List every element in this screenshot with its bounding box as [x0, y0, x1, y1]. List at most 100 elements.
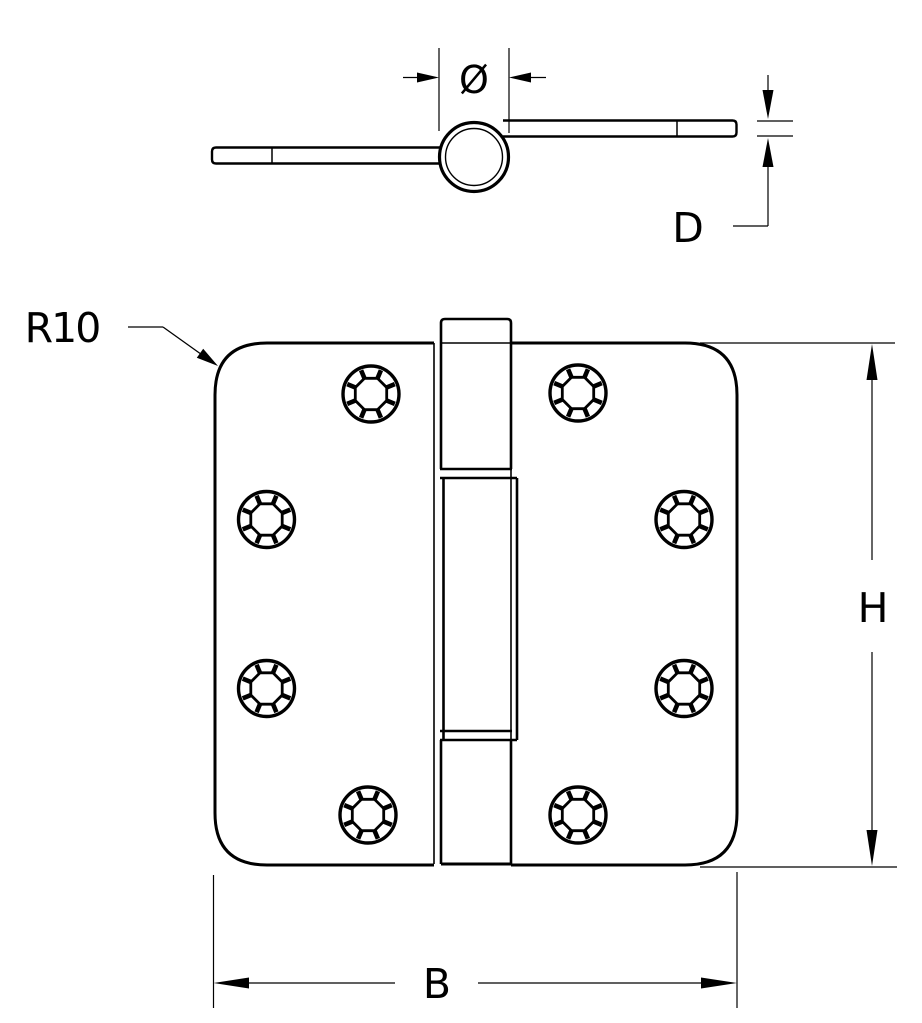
lock-washer-spoke: [355, 790, 365, 802]
screw-hole: [548, 785, 608, 845]
arrowhead: [866, 344, 878, 380]
lock-washer-spoke: [687, 702, 697, 714]
corner-radius-label: R10: [25, 304, 100, 352]
lock-washer-spoke: [358, 369, 368, 381]
knuckle-circle-inner: [444, 127, 504, 187]
lock-washer-spoke: [371, 828, 381, 840]
lock-washer-spoke: [371, 790, 381, 802]
lock-washer-spoke: [270, 533, 279, 545]
lock-washer-spoke: [697, 523, 709, 532]
arrowhead: [509, 72, 531, 83]
screw-hole: [341, 364, 401, 424]
lock-washer-spoke: [581, 406, 591, 418]
screw-hole: [236, 658, 297, 719]
dimension-thickness: [733, 75, 793, 227]
screw-hole: [338, 785, 398, 845]
lock-washer-spoke: [346, 381, 358, 391]
lock-washer-spoke: [358, 407, 368, 419]
screw-hole: [236, 489, 297, 550]
lock-washer-spoke: [697, 676, 709, 685]
lock-washer-spoke: [381, 802, 393, 812]
lock-washer-spoke: [343, 818, 355, 828]
lock-washer-spoke: [254, 702, 263, 714]
lock-washer-spoke: [659, 523, 671, 532]
knuckle-top: [439, 317, 513, 469]
side-view-left-leaf: [210, 146, 455, 165]
lock-washer-spoke: [343, 802, 355, 812]
lock-washer-spoke: [671, 663, 681, 675]
lock-washer-spoke: [280, 523, 292, 532]
screw-hole: [654, 489, 714, 550]
lock-washer-spoke: [565, 828, 575, 840]
lock-washer-spoke: [659, 692, 671, 701]
lock-washer-spoke: [591, 802, 603, 812]
lock-washer-spoke: [270, 663, 279, 675]
lock-washer-spoke: [384, 397, 396, 407]
lock-washer-spoke: [659, 676, 671, 685]
lock-washer-spoke: [553, 802, 565, 812]
arrowhead: [213, 977, 249, 989]
lock-washer-spoke: [565, 790, 575, 802]
lock-washer-spoke: [565, 368, 575, 380]
lock-washer-spoke: [280, 676, 292, 685]
front-view: [213, 317, 739, 867]
diameter-label: Ø: [459, 58, 489, 102]
dimension-width: [212, 872, 738, 1008]
lock-washer-spoke: [671, 533, 681, 545]
arrowhead: [196, 348, 218, 366]
lock-washer-spoke: [374, 407, 384, 419]
arrowhead: [762, 138, 774, 167]
side-view: [210, 119, 738, 194]
lock-washer-spoke: [687, 533, 697, 545]
lock-washer-spoke: [697, 692, 709, 701]
arrowhead: [762, 90, 774, 119]
lock-washer-spoke: [553, 818, 565, 828]
height-label: H: [858, 584, 889, 632]
lock-washer-spoke: [254, 494, 263, 506]
lock-washer-spoke: [241, 523, 253, 532]
lock-washer-spoke: [355, 828, 365, 840]
arrowhead: [866, 830, 878, 866]
lock-washer-spoke: [553, 396, 565, 406]
left-plate: [213, 341, 434, 867]
dimension-height: [700, 342, 897, 868]
lock-washer-spoke: [381, 818, 393, 828]
lock-washer-spoke: [374, 369, 384, 381]
lock-washer-spoke: [241, 507, 253, 516]
corner-radius-leader: [128, 326, 218, 366]
lock-washer-spoke: [581, 790, 591, 802]
knuckle-circle-outer: [437, 120, 511, 194]
lock-washer-spoke: [687, 494, 697, 506]
lock-washer-spoke: [553, 380, 565, 390]
width-label: B: [423, 960, 451, 1008]
lock-washer-spoke: [280, 507, 292, 516]
screw-hole: [548, 363, 608, 423]
screw-holes: [236, 363, 714, 845]
dimension-diameter: [403, 48, 546, 133]
lock-washer-spoke: [581, 368, 591, 380]
lock-washer-spoke: [671, 494, 681, 506]
lock-washer-spoke: [565, 406, 575, 418]
right-plate: [511, 341, 739, 867]
lock-washer-spoke: [270, 702, 279, 714]
lock-washer-spoke: [687, 663, 697, 675]
thickness-label: D: [672, 204, 704, 252]
lock-washer-spoke: [591, 380, 603, 390]
lock-washer-spoke: [241, 676, 253, 685]
lock-washer-spoke: [581, 828, 591, 840]
arrowhead: [417, 72, 439, 83]
lock-washer-spoke: [384, 381, 396, 391]
side-view-right-leaf: [503, 119, 738, 138]
lock-washer-spoke: [254, 663, 263, 675]
arrowhead: [701, 977, 737, 989]
lock-washer-spoke: [659, 507, 671, 516]
lock-washer-spoke: [671, 702, 681, 714]
lock-washer-spoke: [697, 507, 709, 516]
lock-washer-spoke: [241, 692, 253, 701]
lock-washer-spoke: [254, 533, 263, 545]
lock-washer-spoke: [591, 396, 603, 406]
lock-washer-spoke: [591, 818, 603, 828]
screw-hole: [654, 658, 714, 719]
